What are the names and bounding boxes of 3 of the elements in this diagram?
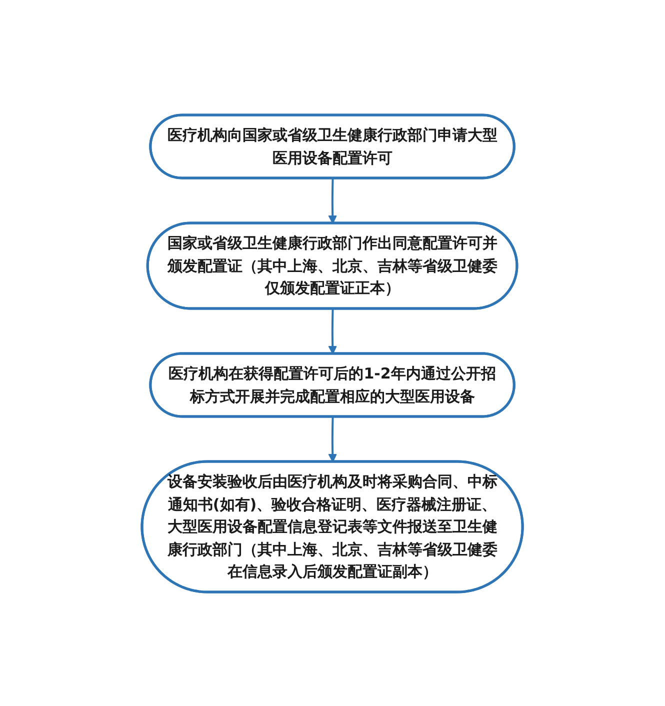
arrow [328, 416, 338, 462]
arrow [328, 308, 338, 354]
arrow [328, 178, 338, 224]
